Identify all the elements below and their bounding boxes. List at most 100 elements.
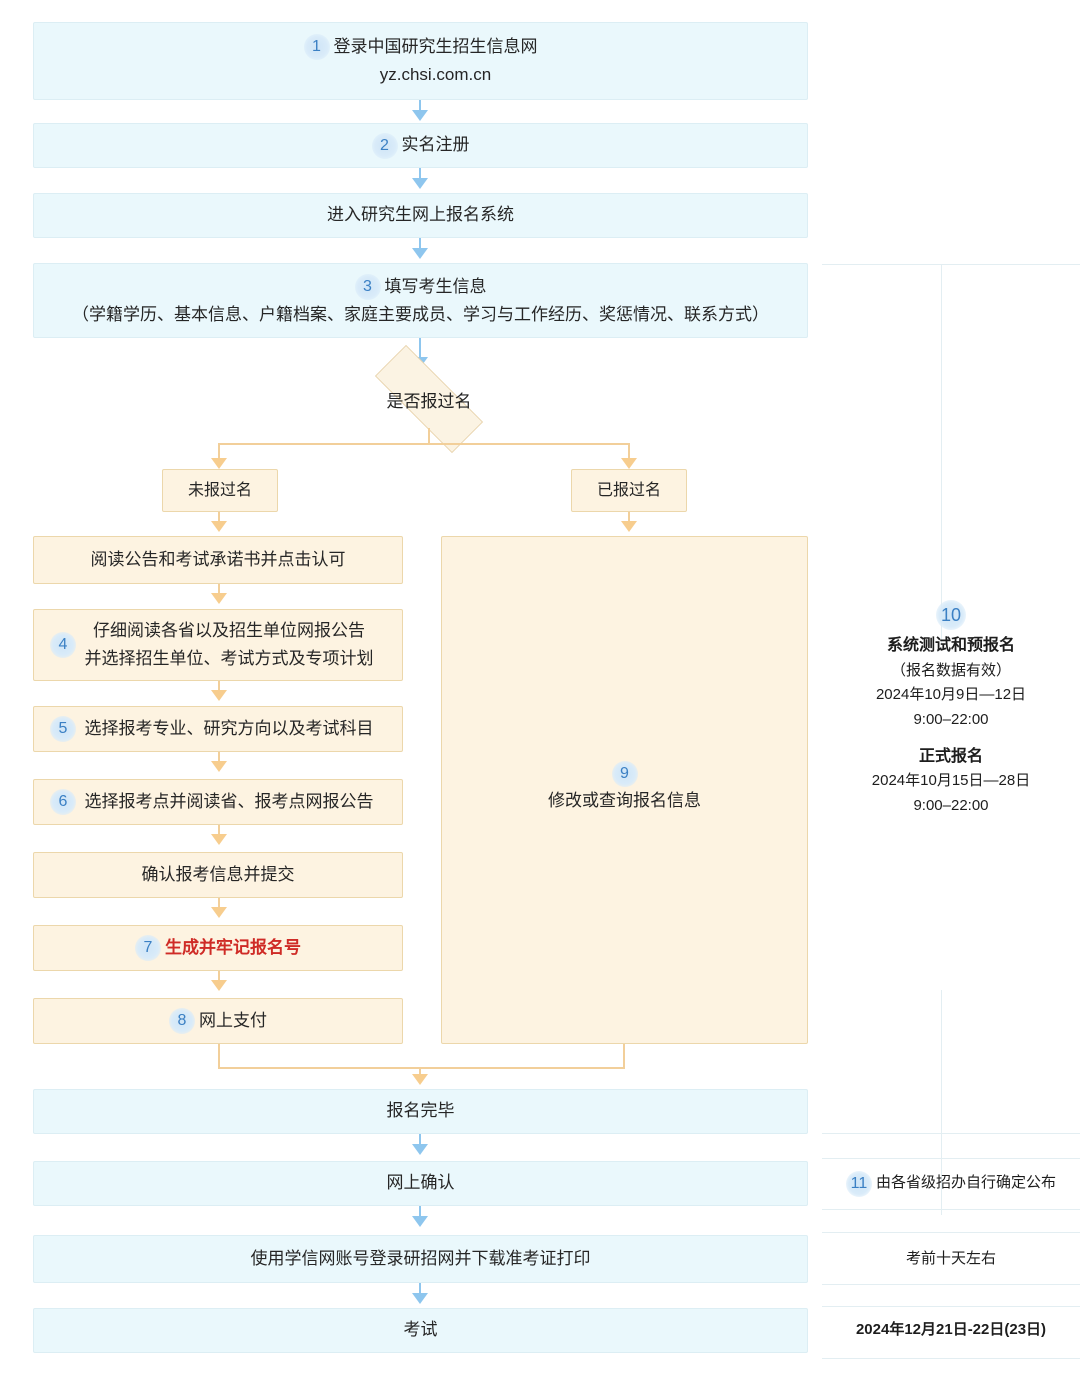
- arrow-down-tail-3: [412, 1293, 428, 1304]
- arrow-down-tail-2: [412, 1216, 428, 1227]
- timeline-confirm-block: 11 由各省级招办自行确定公布: [822, 1161, 1080, 1206]
- timeline-confirm-label: 由各省级招办自行确定公布: [875, 1174, 1056, 1192]
- step-select-major-box[interactable]: 5 选择报考专业、研究方向以及考试科目: [33, 706, 403, 752]
- step-select-institution-line1: 仔细阅读各省以及招生单位网报公告: [93, 621, 365, 641]
- arrow-down-2: [412, 178, 428, 189]
- step-candidate-info-box[interactable]: 3 填写考生信息 （学籍学历、基本信息、户籍档案、家庭主要成员、学习与工作经历、…: [33, 263, 808, 338]
- timeline-pretest-date: 2024年10月9日—12日: [875, 686, 1027, 704]
- connector-split-bar: [218, 443, 630, 445]
- branch-registered-label: 已报过名: [596, 481, 661, 499]
- step-number-badge-3: 3: [354, 273, 381, 300]
- grid-line-h-7: [822, 1306, 1080, 1307]
- arrow-down-3: [412, 248, 428, 259]
- connector-left-6: [218, 898, 220, 910]
- step-download-admit-card-box[interactable]: 使用学信网账号登录研招网并下载准考证打印: [33, 1235, 808, 1283]
- step-number-badge-2: 2: [371, 132, 398, 159]
- step-candidate-info-detail: （学籍学历、基本信息、户籍档案、家庭主要成员、学习与工作经历、奖惩情况、联系方式…: [72, 304, 769, 324]
- decision-label: 是否报过名: [386, 391, 472, 411]
- step-select-exam-site-label: 选择报考点并阅读省、报考点网报公告: [84, 791, 374, 811]
- step-number-badge-1: 1: [303, 34, 330, 61]
- connector-left-2: [218, 584, 220, 596]
- step-confirm-submit-label: 确认报考信息并提交: [141, 864, 295, 884]
- connector-left-3: [218, 681, 220, 693]
- arrow-down-left-2: [211, 593, 227, 604]
- connector-left-5: [218, 825, 220, 837]
- step-registration-number-box[interactable]: 7 生成并牢记报名号: [33, 925, 403, 971]
- step-select-institution-line2: 并选择招生单位、考试方式及专项计划: [84, 649, 374, 668]
- arrow-down-tail-1: [412, 1144, 428, 1155]
- arrow-down-left-3: [211, 690, 227, 701]
- grid-line-v-2: [941, 990, 942, 1215]
- connector-merge-right: [623, 1044, 625, 1068]
- arrow-down-1: [412, 110, 428, 121]
- timeline-pretest-title: 系统测试和预报名: [886, 637, 1015, 654]
- connector-4: [419, 338, 421, 358]
- step-exam-box[interactable]: 考试: [33, 1308, 808, 1353]
- arrow-down-merge: [412, 1074, 428, 1085]
- timeline-exam-block: 2024年12月21日-22日(23日): [822, 1308, 1080, 1353]
- decision-registered-before[interactable]: 是否报过名: [352, 345, 506, 453]
- timeline-pretest-time: 9:00–22:00: [913, 711, 989, 729]
- arrow-down-left-1: [211, 521, 227, 532]
- step-candidate-info-title: 填写考生信息: [384, 276, 487, 296]
- timeline-formal-date: 2024年10月15日—28日: [871, 772, 1031, 790]
- step-number-badge-4: 4: [50, 632, 76, 658]
- grid-line-h-3: [822, 1158, 1080, 1159]
- step-read-announcement-label: 阅读公告和考试承诺书并点击认可: [90, 549, 346, 569]
- timeline-formal-title: 正式报名: [918, 747, 983, 765]
- step-registration-complete-box[interactable]: 报名完毕: [33, 1089, 808, 1134]
- grid-line-h-1: [822, 264, 1080, 265]
- branch-registered-box[interactable]: 已报过名: [571, 469, 687, 512]
- connector-tail-1: [419, 1134, 421, 1147]
- step-online-payment-label: 网上支付: [199, 1010, 267, 1030]
- arrow-down-left-4: [211, 761, 227, 772]
- timeline-number-badge-11: 11: [845, 1170, 872, 1197]
- connector-tail-3: [419, 1283, 421, 1296]
- connector-left-7: [218, 971, 220, 983]
- grid-line-h-8: [822, 1358, 1080, 1359]
- timeline-exam-label: 2024年12月21日-22日(23日): [855, 1321, 1047, 1339]
- connector-merge-stem: [419, 1067, 421, 1077]
- arrow-down-left-5: [211, 834, 227, 845]
- step-confirm-submit-box[interactable]: 确认报考信息并提交: [33, 852, 403, 898]
- step-enter-system-label: 进入研究生网上报名系统: [327, 205, 514, 225]
- connector-3: [419, 238, 421, 251]
- step-login-url: yz.chsi.com.cn: [379, 65, 492, 84]
- connector-merge-bar: [218, 1067, 625, 1069]
- step-online-confirm-box[interactable]: 网上确认: [33, 1161, 808, 1206]
- step-read-announcement-box[interactable]: 阅读公告和考试承诺书并点击认可: [33, 536, 403, 584]
- timeline-number-badge-10: 10: [936, 600, 966, 630]
- arrow-down-right-1: [621, 521, 637, 532]
- branch-not-registered-box[interactable]: 未报过名: [162, 469, 278, 512]
- step-login-line1: 登录中国研究生招生信息网: [333, 37, 538, 57]
- grid-line-h-6: [822, 1284, 1080, 1285]
- step-online-payment-box[interactable]: 8 网上支付: [33, 998, 403, 1044]
- step-registration-number-label: 生成并牢记报名号: [165, 937, 301, 957]
- timeline-pretest-note: （报名数据有效）: [890, 661, 1011, 679]
- connector-1: [419, 100, 421, 113]
- connector-left-4: [218, 752, 220, 764]
- grid-line-h-4: [822, 1209, 1080, 1210]
- timeline-formal-time: 9:00–22:00: [913, 797, 989, 815]
- step-modify-query-box[interactable]: 9 修改或查询报名信息: [441, 536, 808, 1044]
- arrow-down-left-branch: [211, 458, 227, 469]
- connector-split-right: [628, 443, 630, 461]
- step-enter-system-box[interactable]: 进入研究生网上报名系统: [33, 193, 808, 238]
- step-realname-box[interactable]: 2 实名注册: [33, 123, 808, 168]
- step-login-box[interactable]: 1 登录中国研究生招生信息网 yz.chsi.com.cn: [33, 22, 808, 100]
- step-select-exam-site-box[interactable]: 6 选择报考点并阅读省、报考点网报公告: [33, 779, 403, 825]
- grid-line-h-5: [822, 1232, 1080, 1233]
- connector-right-1: [628, 512, 630, 524]
- step-number-badge-7: 7: [135, 935, 161, 961]
- grid-line-v-1: [941, 264, 942, 644]
- step-number-badge-8: 8: [169, 1008, 195, 1034]
- timeline-admit-card-label: 考前十天左右: [905, 1249, 996, 1267]
- arrow-down-right-branch: [621, 458, 637, 469]
- timeline-registration-block: 10 系统测试和预报名 （报名数据有效） 2024年10月9日—12日 9:00…: [822, 600, 1080, 819]
- arrow-down-left-6: [211, 907, 227, 918]
- connector-merge-left: [218, 1044, 220, 1068]
- step-select-institution-box[interactable]: 4 仔细阅读各省以及招生单位网报公告 并选择招生单位、考试方式及专项计划: [33, 609, 403, 681]
- timeline-admit-card-block: 考前十天左右: [822, 1235, 1080, 1283]
- step-exam-label: 考试: [403, 1320, 438, 1340]
